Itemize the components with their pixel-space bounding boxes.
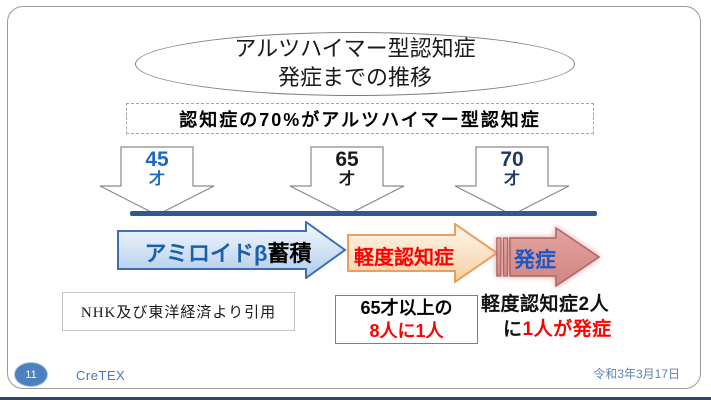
stat-annotation-line2-highlight: 1人が発症 xyxy=(522,318,612,340)
age-value: 65 xyxy=(335,148,359,171)
stat-annotation-line1: 軽度認知症2人 xyxy=(481,294,610,315)
age-suffix: 才 xyxy=(148,171,165,188)
citation-box: NHK及び東洋経済より引用 xyxy=(62,292,295,331)
age-value: 70 xyxy=(500,148,524,171)
stage-label-amyloid-part1: アミロイドβ xyxy=(144,241,268,266)
citation-text: NHK及び東洋経済より引用 xyxy=(80,305,277,321)
age-label: 45 才 xyxy=(99,149,215,189)
stage-arrow-mild-dementia xyxy=(347,223,499,283)
banner-text: 認知症の70%がアルツハイマー型認知症 xyxy=(179,109,541,130)
age-marker-45: 45 才 xyxy=(99,146,215,216)
age-marker-70: 70 才 xyxy=(454,146,570,216)
stage-label-mild-dementia: 軽度認知症 xyxy=(354,247,454,269)
age-value: 45 xyxy=(145,148,169,171)
banner-box: 認知症の70%がアルツハイマー型認知症 xyxy=(126,103,594,134)
bottom-edge-bar xyxy=(0,397,711,400)
down-arrow-icon xyxy=(289,146,405,216)
stage-arrow-amyloid xyxy=(117,221,347,279)
stage-label-onset: 発症 xyxy=(514,249,556,272)
age-suffix: 才 xyxy=(503,171,520,188)
timeline-bar xyxy=(130,211,597,216)
stage-arrow-onset xyxy=(496,226,601,288)
page-number-badge: 11 xyxy=(14,362,48,387)
slide-title-line1: アルツハイマー型認知症 xyxy=(234,36,476,62)
stage-label-amyloid-part2: 蓄積 xyxy=(267,241,312,266)
stat-annotation-line2: に1人が発症 xyxy=(481,318,696,343)
age-label: 70 才 xyxy=(454,149,570,189)
stat-annotation: 軽度認知症2人 に1人が発症 xyxy=(481,293,696,342)
down-arrow-icon xyxy=(454,146,570,216)
down-arrow-icon xyxy=(99,146,215,216)
age-suffix: 才 xyxy=(338,171,355,188)
title-ellipse: アルツハイマー型認知症 発症までの推移 xyxy=(135,32,575,96)
stage-label-amyloid: アミロイドβ蓄積 xyxy=(128,236,328,268)
slide-date: 令和3年3月17日 xyxy=(593,367,680,381)
slide-title-line2: 発症までの推移 xyxy=(277,65,432,90)
age-marker-65: 65 才 xyxy=(289,146,405,216)
stat-box: 65才以上の 8人に1人 xyxy=(335,295,478,344)
brand-text: CreTEX xyxy=(76,368,126,383)
page-number: 11 xyxy=(25,368,37,381)
slide-frame-border xyxy=(7,6,701,389)
age-label: 65 才 xyxy=(289,149,405,189)
stat-box-line2: 8人に1人 xyxy=(369,320,444,341)
stat-annotation-line2-prefix: に xyxy=(503,318,523,340)
stat-box-line1: 65才以上の xyxy=(360,298,453,318)
